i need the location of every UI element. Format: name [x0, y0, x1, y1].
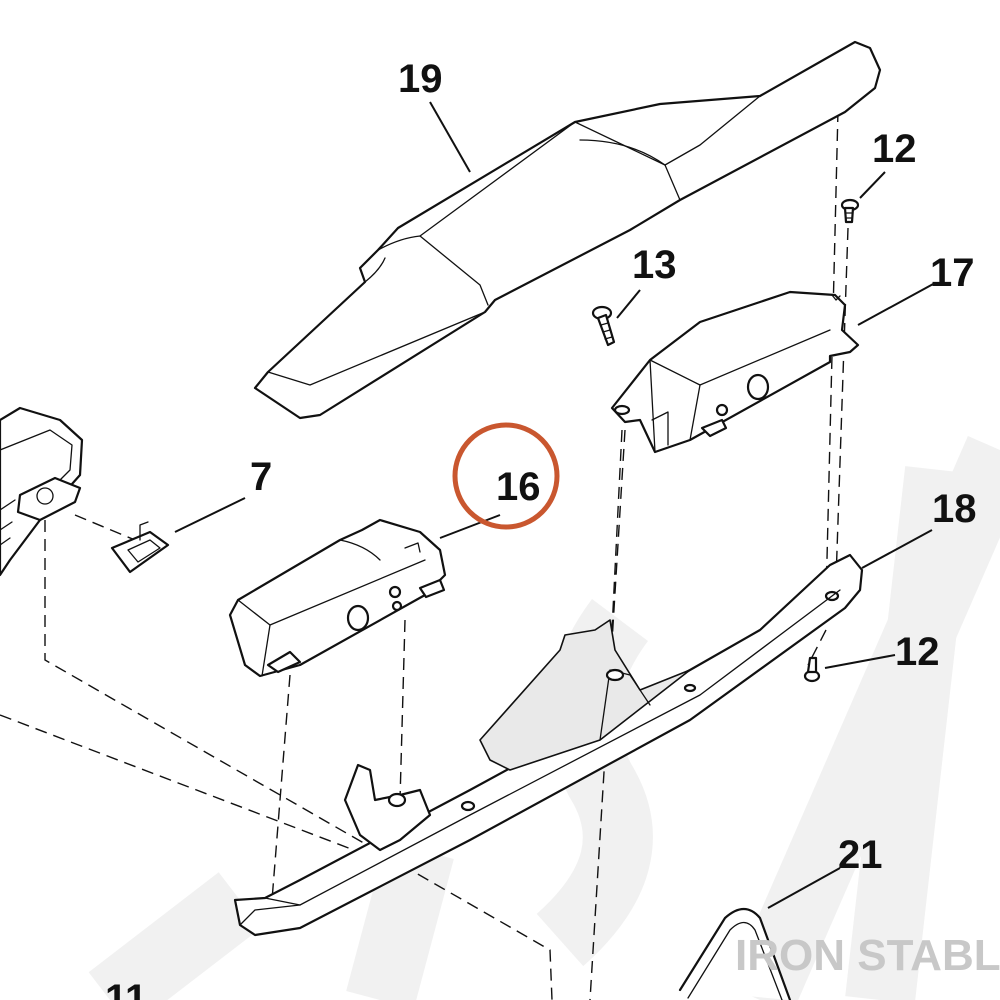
part-19-cover — [253, 40, 882, 420]
highlight-circle — [452, 422, 560, 530]
brand-watermark: IRON STABLE — [735, 931, 1000, 980]
part-12-screw-bottom — [803, 656, 821, 683]
callout-12-top: 12 — [872, 127, 917, 171]
part-7-clip — [110, 521, 170, 574]
callout-labels: 19 12 13 17 7 16 18 12 21 11 — [105, 57, 977, 1000]
part-17-housing — [610, 290, 860, 454]
callout-12-bottom: 12 — [895, 630, 940, 674]
callout-17: 17 — [930, 251, 975, 295]
part-12-screw-top — [840, 198, 860, 224]
callout-7: 7 — [250, 455, 272, 499]
callout-21: 21 — [838, 833, 883, 877]
callout-13: 13 — [632, 243, 677, 287]
part-18-rail — [233, 553, 864, 937]
callout-11: 11 — [105, 977, 147, 1000]
callout-19: 19 — [398, 57, 443, 101]
left-latch-assembly — [0, 406, 84, 577]
part-16-module — [228, 518, 447, 678]
part-21-strap — [678, 907, 792, 1000]
callout-18: 18 — [932, 487, 977, 531]
leader-lines — [174, 101, 936, 909]
callout-16: 16 — [496, 465, 541, 509]
part-13-screw — [591, 305, 616, 347]
